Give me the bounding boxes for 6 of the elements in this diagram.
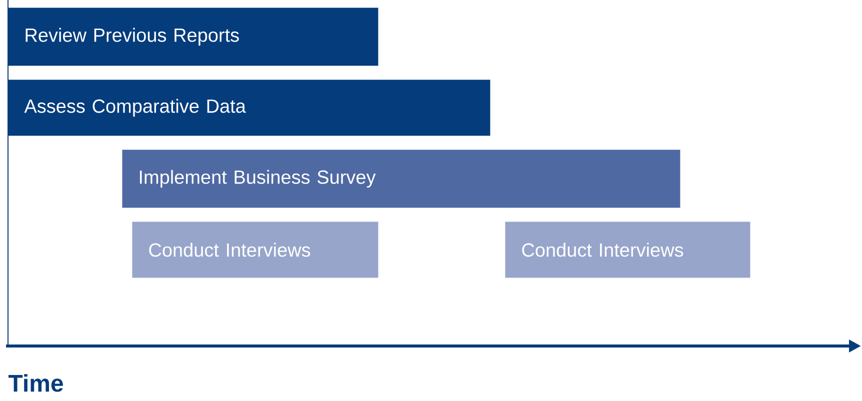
task-bar: Conduct Interviews (132, 222, 378, 278)
task-bar: Assess Comparative Data (8, 80, 490, 136)
task-bar: Conduct Interviews (505, 222, 750, 278)
task-bar: Implement Business Survey (122, 150, 680, 208)
axis-label: Time (8, 374, 63, 392)
task-bar: Review Previous Reports (8, 8, 378, 66)
